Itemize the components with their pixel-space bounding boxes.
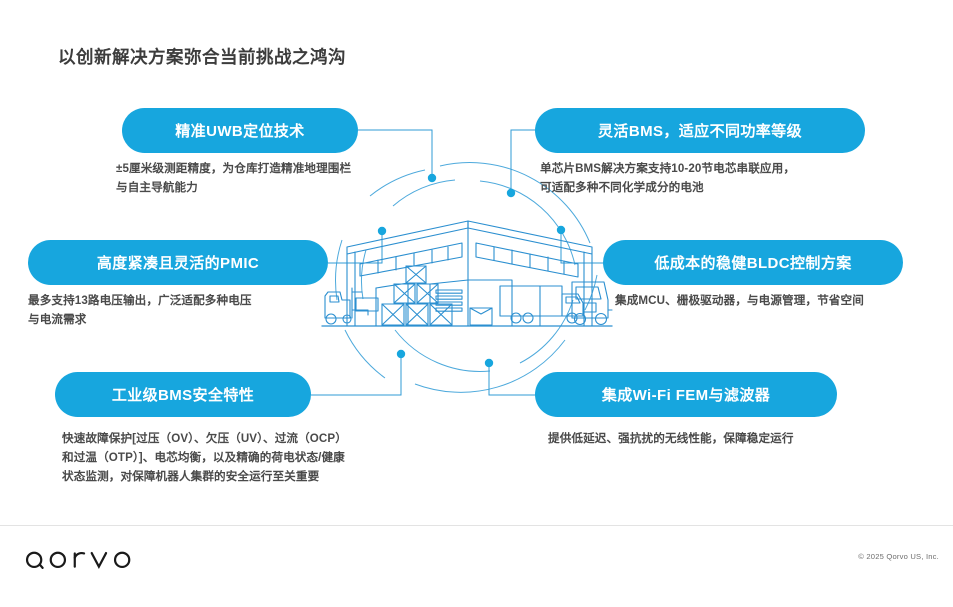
feature-pill-label: 低成本的稳健BLDC控制方案 xyxy=(654,255,852,272)
desc-line: 与电流需求 xyxy=(28,312,87,326)
feature-pill-wifi-fem[interactable]: 集成Wi-Fi FEM与滤波器 xyxy=(535,372,837,417)
feature-pill-bms-safety[interactable]: 工业级BMS安全特性 xyxy=(55,372,311,417)
feature-desc-pmic: 最多支持13路电压输出，广泛适配多种电压 与电流需求 xyxy=(28,292,252,330)
roller-shutter xyxy=(435,289,463,312)
desc-line: ±5厘米级测距精度，为仓库打造精准地理围栏 xyxy=(116,162,352,175)
dot-uwb xyxy=(427,173,437,183)
connector-bldc xyxy=(560,230,603,264)
desc-line: 提供低延迟、强抗扰的无线性能，保障稳定运行 xyxy=(548,432,794,445)
qorvo-logo xyxy=(25,551,131,569)
feature-pill-label: 灵活BMS，适应不同功率等级 xyxy=(598,123,802,140)
dot-bldc xyxy=(556,225,566,235)
feature-pill-label: 集成Wi-Fi FEM与滤波器 xyxy=(601,387,771,404)
dot-bms-safe xyxy=(396,349,406,359)
footer-divider xyxy=(0,525,953,526)
warehouse-illustration xyxy=(321,220,613,327)
desc-line: 最多支持13路电压输出，广泛适配多种电压 xyxy=(28,294,252,307)
feature-pill-bldc[interactable]: 低成本的稳健BLDC控制方案 xyxy=(603,240,903,285)
connector-bms-safe xyxy=(311,354,402,396)
connector-wifi xyxy=(488,363,535,396)
desc-line: 快速故障保护[过压（OV）、欠压（UV）、过流（OCP） xyxy=(62,432,347,445)
desc-line: 状态监测，对保障机器人集群的安全运行至关重要 xyxy=(62,469,320,483)
connector-pmic xyxy=(328,231,383,264)
desc-line: 集成MCU、栅极驱动器，与电源管理，节省空间 xyxy=(615,294,864,307)
desc-line: 与自主导航能力 xyxy=(116,180,198,194)
dot-wifi xyxy=(484,358,494,368)
page-title: 以创新解决方案弥合当前挑战之鸿沟 xyxy=(58,47,346,67)
feature-pill-pmic[interactable]: 高度紧凑且灵活的PMIC xyxy=(28,240,328,285)
desc-line: 单芯片BMS解决方案支持10-20节电芯串联应用， xyxy=(540,162,796,175)
feature-pill-uwb[interactable]: 精准UWB定位技术 xyxy=(122,108,358,153)
feature-desc-bms-safety: 快速故障保护[过压（OV）、欠压（UV）、过流（OCP） 和过温（OTP）]、电… xyxy=(62,430,347,486)
feature-pill-label: 高度紧凑且灵活的PMIC xyxy=(96,255,260,272)
copyright-text: © 2025 Qorvo US, Inc. xyxy=(858,552,939,561)
forklift xyxy=(324,287,379,325)
feature-desc-bldc: 集成MCU、栅极驱动器，与电源管理，节省空间 xyxy=(615,292,864,311)
connector-uwb xyxy=(358,129,433,178)
desc-line: 和过温（OTP）]、电芯均衡，以及精确的荷电状态/健康 xyxy=(62,450,345,464)
connector-bms-flex xyxy=(510,129,535,193)
feature-desc-wifi-fem: 提供低延迟、强抗扰的无线性能，保障稳定运行 xyxy=(548,430,794,449)
semi-truck xyxy=(571,281,613,326)
feature-desc-uwb: ±5厘米级测距精度，为仓库打造精准地理围栏 与自主导航能力 xyxy=(116,160,351,198)
dot-bms-flex xyxy=(506,188,516,198)
dot-pmic xyxy=(377,226,387,236)
delivery-truck xyxy=(499,285,584,324)
feature-pill-label: 精准UWB定位技术 xyxy=(175,123,305,140)
feature-pill-bms-flexible[interactable]: 灵活BMS，适应不同功率等级 xyxy=(535,108,865,153)
feature-desc-bms-flexible: 单芯片BMS解决方案支持10-20节电芯串联应用， 可适配多种不同化学成分的电池 xyxy=(540,160,795,198)
pallet-boxes xyxy=(381,265,453,326)
desc-line: 可适配多种不同化学成分的电池 xyxy=(540,180,704,194)
feature-pill-label: 工业级BMS安全特性 xyxy=(111,387,255,404)
warehouse-building xyxy=(346,220,593,327)
connector-dots xyxy=(377,173,566,368)
dock-box xyxy=(469,307,493,326)
